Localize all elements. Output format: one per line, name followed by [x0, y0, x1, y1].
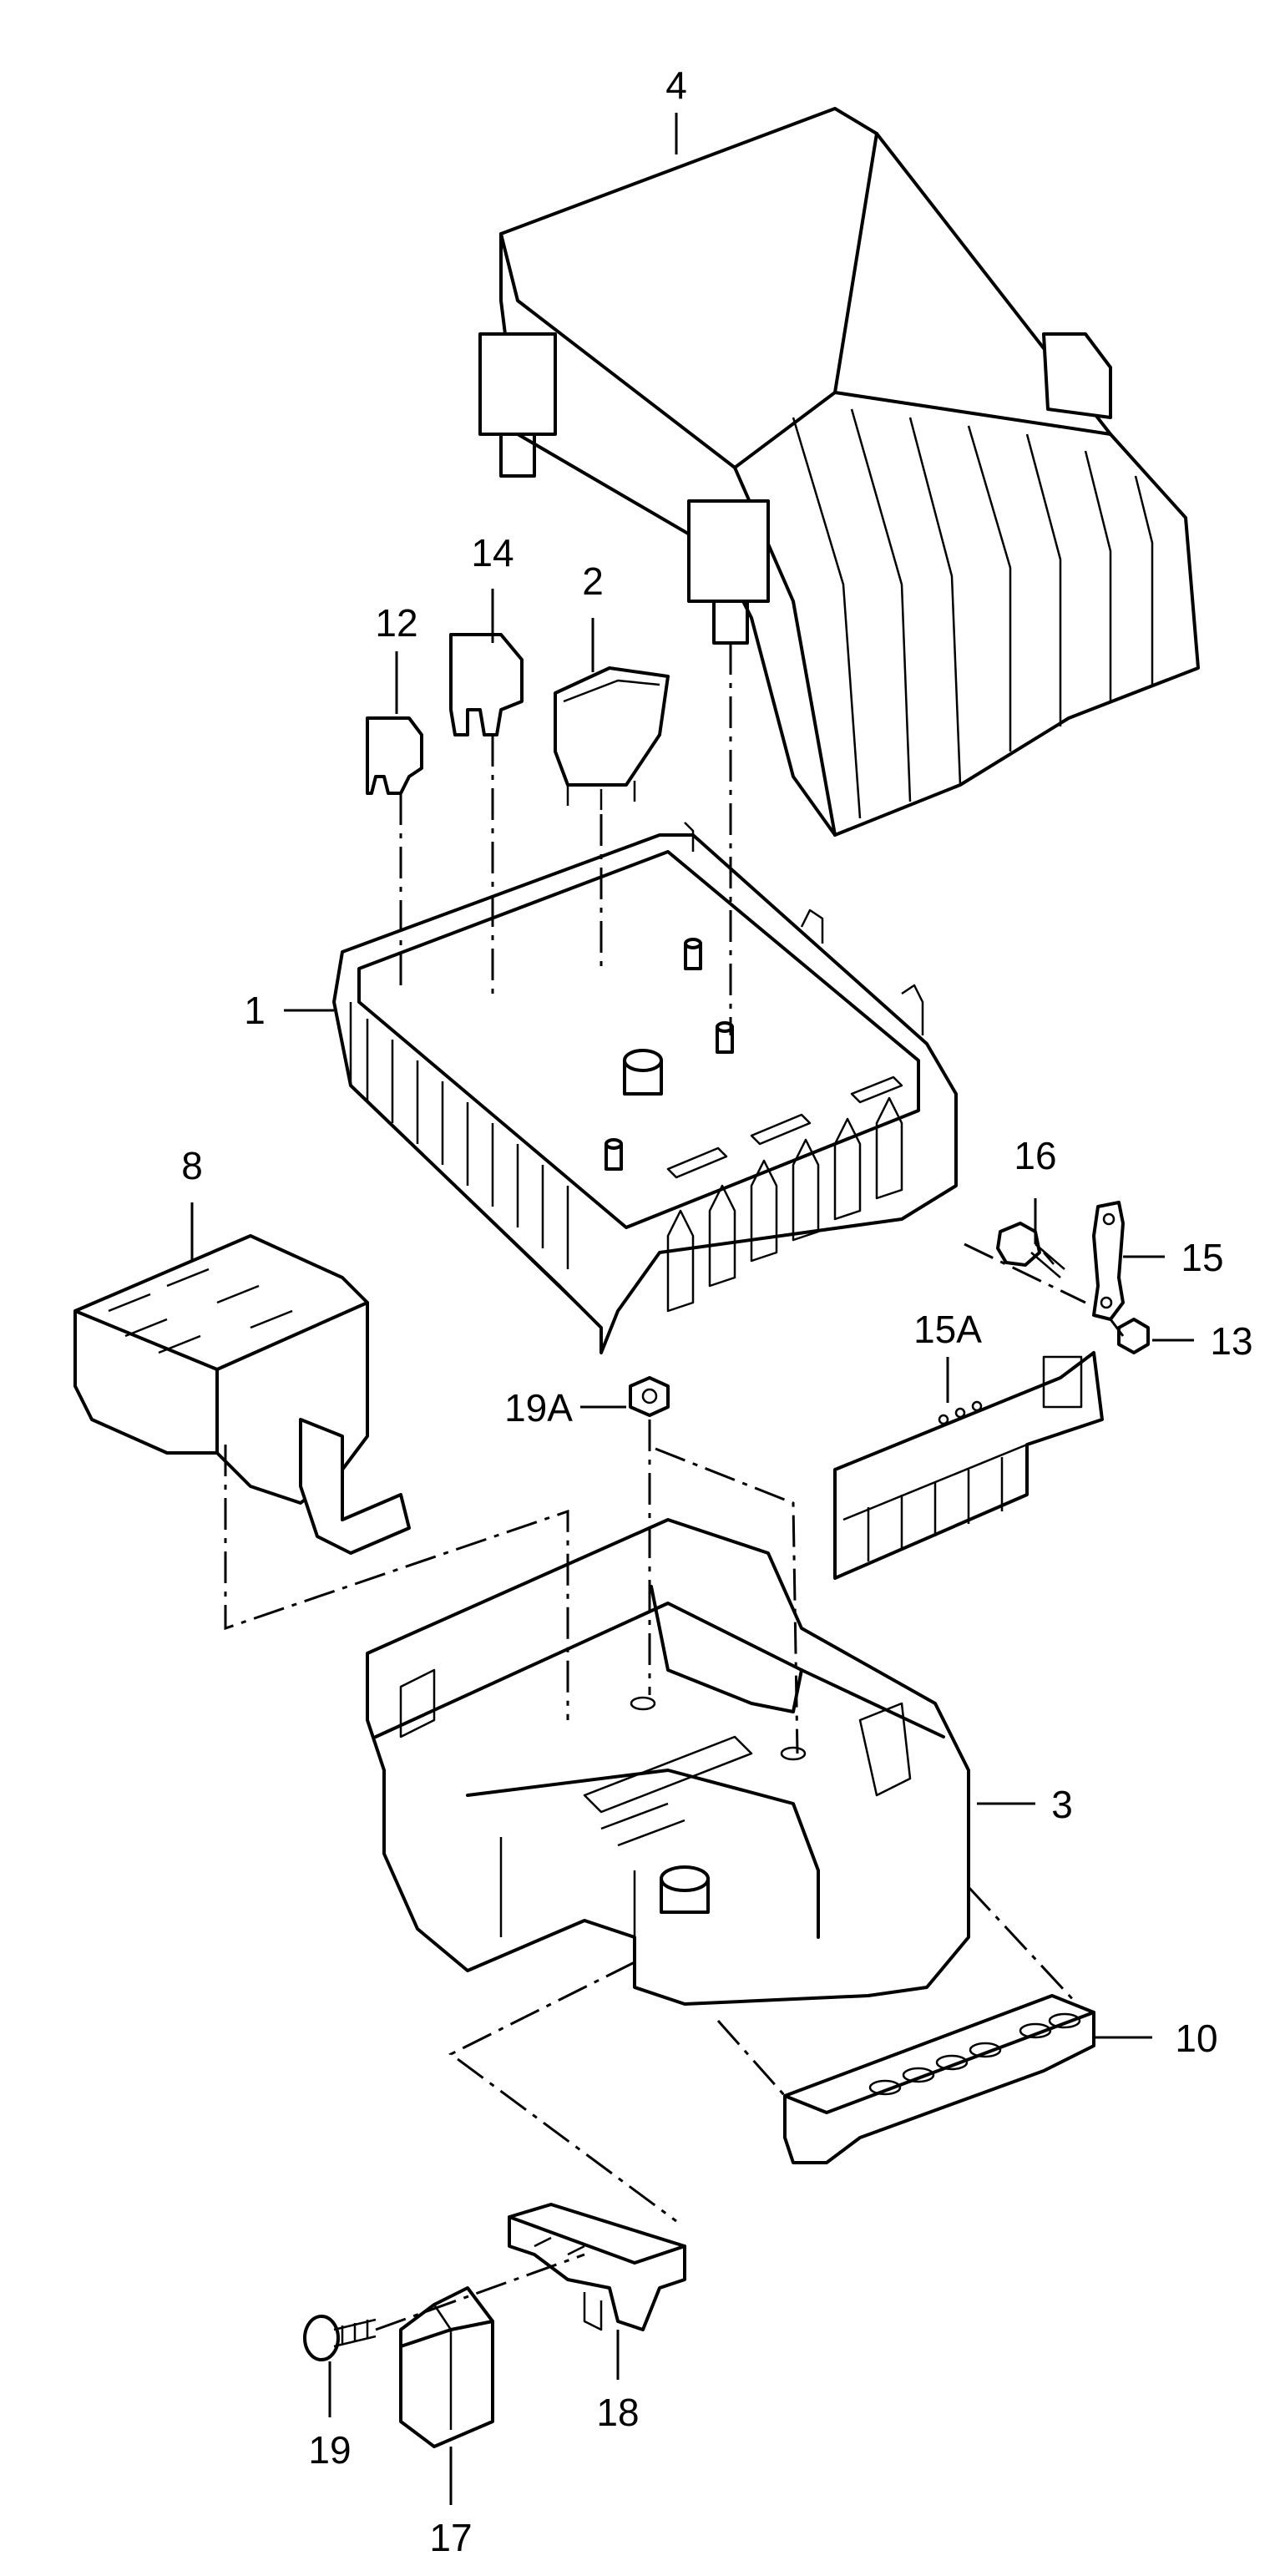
part-15-bracket[interactable]	[1092, 1201, 1125, 1321]
callout-1: 1	[244, 989, 266, 1032]
leader-lines	[190, 113, 1194, 2505]
part-16-bolt[interactable]	[996, 1222, 1065, 1278]
callout-12: 12	[375, 601, 417, 645]
callout-19a: 19A	[504, 1386, 573, 1430]
callout-13: 13	[1210, 1319, 1252, 1363]
part-1-fuse-box[interactable]	[332, 822, 958, 1354]
callout-15: 15	[1181, 1236, 1223, 1279]
assembly-lines	[224, 643, 1125, 2331]
callout-labels: 4 14 2 12 1 16 8 15 15A 13 19A 3 10 18 1…	[181, 63, 1252, 2559]
callout-4: 4	[665, 63, 687, 107]
part-2-relay[interactable]	[554, 666, 670, 810]
callout-2: 2	[582, 559, 604, 603]
callout-17: 17	[429, 2516, 472, 2559]
part-4-cover[interactable]	[478, 107, 1200, 837]
part-19-screw[interactable]	[303, 2315, 377, 2361]
callout-14: 14	[471, 531, 513, 574]
part-12-mini-fuse[interactable]	[366, 716, 423, 795]
part-18-bracket[interactable]	[508, 2203, 686, 2331]
callout-3: 3	[1051, 1783, 1073, 1826]
part-8-cover[interactable]	[73, 1234, 411, 1555]
part-15a-fuse-strip[interactable]	[833, 1351, 1104, 1580]
part-17-module[interactable]	[399, 2286, 494, 2448]
callout-18: 18	[596, 2391, 639, 2434]
part-19a-nut[interactable]	[629, 1376, 670, 1417]
part-3-base[interactable]	[366, 1518, 970, 2006]
part-10-strip[interactable]	[783, 1994, 1095, 2164]
callout-10: 10	[1175, 2017, 1217, 2060]
part-14-fuse[interactable]	[449, 633, 524, 736]
callout-16: 16	[1014, 1134, 1056, 1177]
part-13-nut[interactable]	[1117, 1318, 1150, 1354]
callout-8: 8	[181, 1144, 203, 1187]
callout-19: 19	[308, 2428, 351, 2472]
callout-15a: 15A	[913, 1308, 982, 1351]
